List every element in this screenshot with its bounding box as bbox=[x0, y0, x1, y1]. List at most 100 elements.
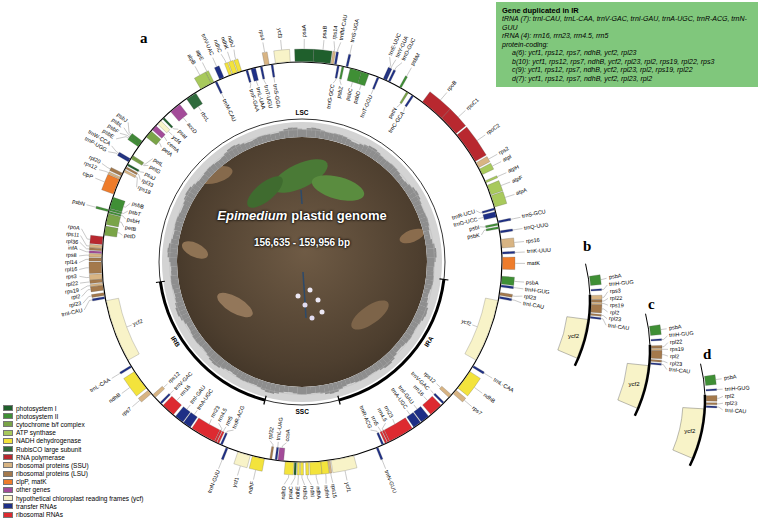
gene-box bbox=[335, 66, 339, 79]
gene-box bbox=[171, 104, 188, 121]
leader-line bbox=[194, 410, 197, 414]
leader-line bbox=[602, 292, 608, 298]
leader-line bbox=[513, 229, 523, 230]
leader-line bbox=[227, 430, 234, 433]
gene-box bbox=[275, 447, 279, 460]
leader-line bbox=[407, 68, 412, 76]
leader-line bbox=[273, 77, 275, 82]
legend-swatch bbox=[3, 438, 13, 444]
ir-arc bbox=[575, 295, 590, 366]
legend-text: RubisCO large subunit bbox=[16, 446, 81, 453]
gene-label: rps3 bbox=[610, 288, 621, 295]
gene-box bbox=[262, 52, 269, 65]
gene-box bbox=[384, 418, 412, 441]
stem bbox=[303, 272, 306, 318]
gene-track bbox=[89, 49, 515, 475]
gene-box bbox=[249, 456, 264, 471]
leader-line bbox=[80, 282, 90, 283]
gene-label: rps15 bbox=[330, 484, 338, 499]
gene-box bbox=[246, 70, 251, 82]
gene-label: ndhA bbox=[315, 486, 322, 499]
gene-box bbox=[90, 279, 103, 283]
legend-swatch bbox=[3, 471, 13, 477]
legend-row: ribosomal proteins (SSU) bbox=[3, 461, 144, 469]
gene-label: rpl22 bbox=[66, 280, 79, 288]
legend-swatch bbox=[3, 405, 13, 411]
region-label: LSC bbox=[296, 109, 309, 116]
leader-line bbox=[511, 217, 520, 219]
gene-label: ndhF bbox=[247, 481, 256, 495]
gene-box bbox=[106, 298, 139, 360]
gene-box bbox=[440, 386, 452, 397]
gene-box bbox=[473, 366, 485, 374]
leader-line bbox=[515, 252, 525, 253]
flower bbox=[320, 310, 325, 315]
gene-box bbox=[500, 293, 513, 298]
center-title: Epimediumplastid genome156,635 - 159,956… bbox=[152, 208, 452, 249]
leader-line bbox=[316, 475, 318, 485]
leader-line bbox=[172, 128, 178, 130]
gene-label: psbA bbox=[526, 279, 539, 287]
gene-label: rpl23 bbox=[669, 360, 682, 367]
gene-label: trnL-UAG bbox=[275, 417, 284, 441]
leader-line bbox=[331, 473, 333, 483]
gene-label: trnI-CAU bbox=[608, 322, 630, 332]
dry-leaf bbox=[214, 288, 257, 322]
stem bbox=[301, 190, 302, 204]
gc-bar bbox=[427, 253, 437, 258]
gene-box bbox=[96, 206, 109, 211]
leader-line bbox=[284, 475, 288, 484]
leader-line bbox=[602, 285, 607, 290]
leader-line bbox=[280, 40, 282, 50]
leader-line bbox=[177, 397, 180, 401]
leader-line bbox=[514, 288, 524, 289]
legend-text: photosystem II bbox=[16, 413, 58, 420]
gene-label: rps7 bbox=[471, 405, 483, 417]
gene-label: rpl22 bbox=[670, 338, 683, 345]
dry-leaf bbox=[347, 295, 393, 335]
leader-line bbox=[441, 92, 447, 99]
leader-line bbox=[80, 242, 89, 249]
gene-label: ndhB bbox=[108, 392, 122, 405]
leaf bbox=[242, 171, 287, 213]
gene-label: trnI-CAU bbox=[724, 407, 746, 415]
leader-line bbox=[124, 128, 130, 136]
leader-line bbox=[382, 423, 385, 430]
gene-label: ndhD bbox=[280, 486, 288, 500]
gene-box bbox=[102, 174, 120, 194]
gene-box bbox=[92, 293, 105, 298]
gene-box bbox=[124, 372, 146, 396]
gene-label: psbM bbox=[410, 52, 422, 67]
gene-box bbox=[187, 93, 203, 109]
gene-box bbox=[558, 317, 588, 359]
region-label: IRA bbox=[423, 335, 435, 348]
legend-text: ribosomal proteins (LSU) bbox=[16, 470, 88, 477]
gene-box bbox=[146, 131, 160, 145]
gc-bar bbox=[426, 248, 436, 253]
gene-label: trnS-GCU bbox=[522, 209, 547, 220]
gc-bar bbox=[427, 266, 434, 271]
leader-line bbox=[481, 230, 485, 235]
leader-line bbox=[325, 474, 326, 484]
leader-line bbox=[223, 427, 226, 432]
gc-bar bbox=[302, 387, 307, 395]
leader-line bbox=[79, 276, 89, 277]
leader-line bbox=[480, 226, 485, 227]
leader-line bbox=[79, 268, 89, 270]
gene-box bbox=[310, 462, 322, 475]
gene-box bbox=[590, 317, 601, 320]
gene-label: trnQ-UUG bbox=[524, 221, 549, 231]
gc-bar bbox=[315, 386, 320, 393]
gene-label: psbA bbox=[723, 373, 736, 381]
gene-label: atpH bbox=[507, 164, 520, 175]
leader-line bbox=[304, 39, 305, 49]
leader-line bbox=[602, 298, 608, 301]
gene-label: rpl2 bbox=[725, 393, 734, 400]
genus-name: Epimedium bbox=[217, 208, 287, 223]
gene-label: rbcL bbox=[199, 110, 210, 123]
gene-box bbox=[500, 229, 513, 233]
leader-line bbox=[95, 178, 104, 182]
leader-line bbox=[371, 430, 378, 433]
leader-line bbox=[404, 107, 406, 112]
leader-line bbox=[81, 236, 90, 246]
